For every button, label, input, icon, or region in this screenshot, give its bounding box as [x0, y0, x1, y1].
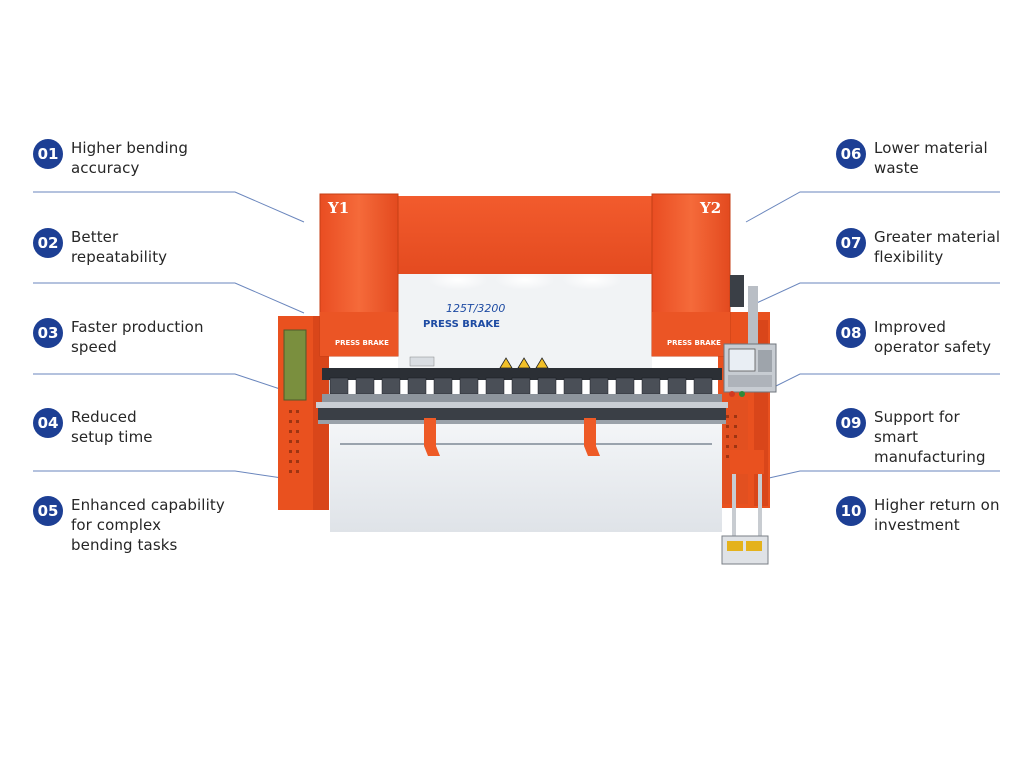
- connector-line-07: [747, 282, 1000, 308]
- feature-item: 04 Reduced setup time: [33, 407, 153, 447]
- cylinder-y2-label: Y2: [699, 199, 721, 217]
- feature-text: Reduced setup time: [71, 408, 153, 446]
- model-label: 125T/3200: [446, 302, 505, 315]
- feature-item: 08 Improved operator safety: [836, 317, 991, 357]
- feature-number-badge: 04: [33, 408, 63, 438]
- upper-tool-clamps: [329, 377, 713, 395]
- connector-line-08: [775, 373, 1000, 387]
- feature-item: 06 Lower material waste: [836, 138, 988, 178]
- connector-line-02: [33, 282, 305, 314]
- feature-item: 03 Faster production speed: [33, 317, 204, 357]
- feature-number-badge: 06: [836, 139, 866, 169]
- lower-die-bed: [318, 408, 726, 422]
- connector-line-06: [745, 191, 1000, 223]
- connector-line-01: [33, 191, 305, 223]
- feature-number-badge: 08: [836, 318, 866, 348]
- feature-text: Faster production speed: [71, 318, 204, 356]
- connector-line-09: [768, 470, 1000, 479]
- feature-item: 02 Better repeatability: [33, 227, 167, 267]
- feature-item: 10 Higher return on investment: [836, 495, 1000, 535]
- left-side-guard: [278, 316, 329, 510]
- feature-text: Higher return on investment: [874, 496, 1000, 534]
- feature-text: Support for smart manufacturing: [874, 408, 986, 466]
- connector-line-03: [33, 373, 281, 390]
- cylinder-y1-label: Y1: [327, 199, 349, 217]
- feature-text: Greater material flexibility: [874, 228, 1001, 266]
- machine-lower-body: [330, 420, 722, 532]
- top-beam: [398, 196, 652, 274]
- feature-text: Lower material waste: [874, 139, 988, 177]
- feature-item: 05 Enhanced capability for complex bendi…: [33, 495, 225, 555]
- connector-line-04: [33, 470, 283, 479]
- column-badge-left: PRESS BRAKE: [335, 339, 389, 347]
- feature-item: 07 Greater material flexibility: [836, 227, 1000, 267]
- column-badge-right: PRESS BRAKE: [667, 339, 721, 347]
- feature-text: Improved operator safety: [874, 318, 992, 356]
- feature-number-badge: 09: [836, 408, 866, 438]
- feature-number-badge: 01: [33, 139, 63, 169]
- feature-text: Higher bending accuracy: [71, 139, 189, 177]
- machine-name-label: PRESS BRAKE: [423, 319, 500, 330]
- front-support-arms: [424, 418, 600, 456]
- feature-text: Enhanced capability for complex bending …: [71, 496, 225, 554]
- control-pendant: [723, 275, 777, 397]
- feature-item: 01 Higher bending accuracy: [33, 138, 188, 178]
- foot-pedal-stand: [721, 450, 769, 565]
- feature-number-badge: 10: [836, 496, 866, 526]
- feature-number-badge: 05: [33, 496, 63, 526]
- feature-item: 09 Support for smart manufacturing: [836, 407, 986, 467]
- feature-number-badge: 07: [836, 228, 866, 258]
- feature-number-badge: 02: [33, 228, 63, 258]
- feature-text: Better repeatability: [71, 228, 168, 266]
- upper-tool-beam: [322, 368, 722, 380]
- feature-number-badge: 03: [33, 318, 63, 348]
